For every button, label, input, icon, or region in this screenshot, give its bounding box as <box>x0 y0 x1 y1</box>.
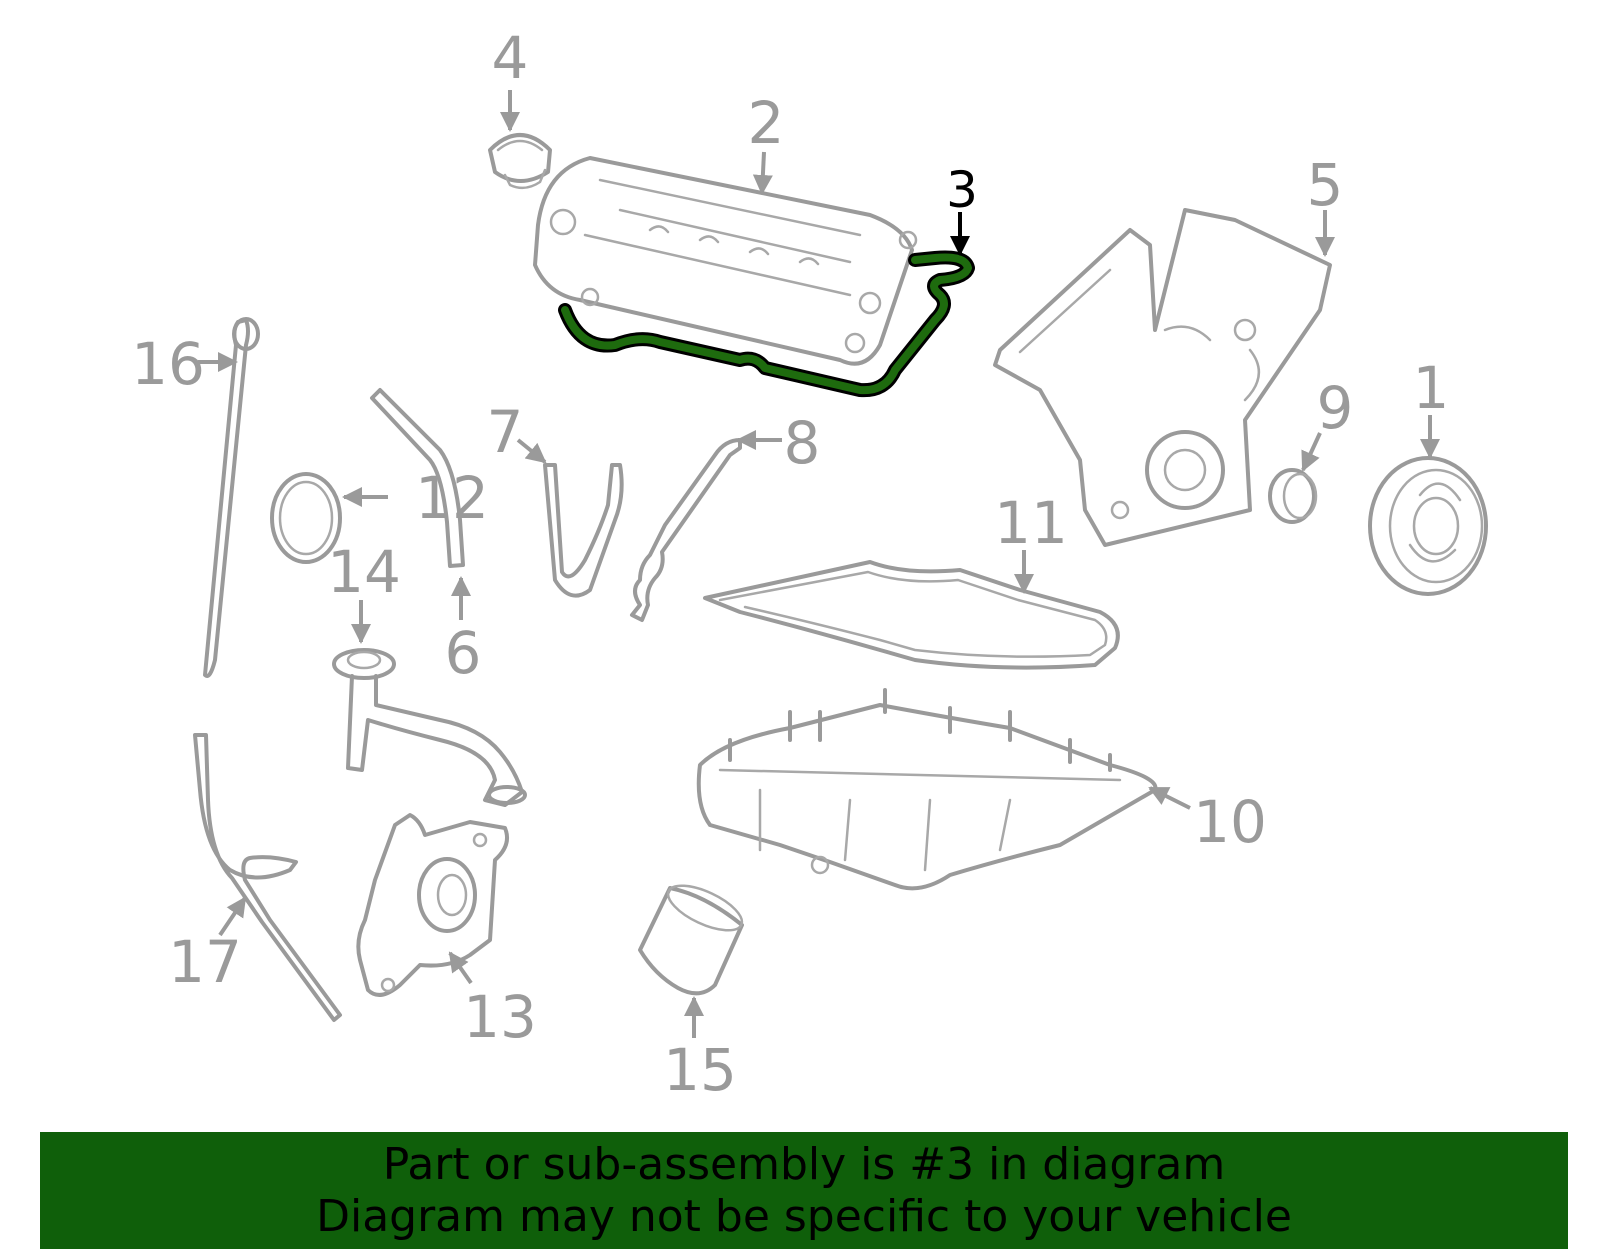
part-9-front-seal <box>1268 468 1318 524</box>
callout-7: 7 <box>487 398 524 466</box>
callout-14: 14 <box>327 538 401 606</box>
part-11-oil-pan-gasket <box>703 560 1120 670</box>
callout-8: 8 <box>784 409 821 477</box>
part-2-valve-cover <box>533 156 918 366</box>
callout-11: 11 <box>994 489 1068 557</box>
part-4-filler-cap <box>488 133 552 190</box>
part-16-dipstick <box>203 317 260 678</box>
callout-10: 10 <box>1193 788 1267 856</box>
part-10-oil-pan <box>696 688 1158 891</box>
banner-line-1: Part or sub-assembly is #3 in diagram <box>382 1138 1226 1190</box>
part-7-gasket <box>543 463 624 598</box>
callout-2: 2 <box>748 89 785 157</box>
info-banner: Part or sub-assembly is #3 in diagram Di… <box>40 1132 1568 1249</box>
callout-1: 1 <box>1413 354 1450 422</box>
leader-arrows <box>198 90 1440 1038</box>
callout-15: 15 <box>663 1036 737 1104</box>
callout-4: 4 <box>492 24 529 92</box>
part-6-dipstick-tube <box>370 388 465 568</box>
callout-16: 16 <box>131 330 205 398</box>
callout-5: 5 <box>1307 151 1344 219</box>
part-3-valve-cover-gasket <box>558 250 975 398</box>
part-8-gasket <box>630 438 742 622</box>
part-1-crank-pulley <box>1368 456 1488 596</box>
part-14-oil-pickup <box>332 648 527 807</box>
part-12-rear-seal <box>270 472 342 564</box>
callout-17: 17 <box>168 928 242 996</box>
callout-3: 3 <box>946 161 978 219</box>
callout-12: 12 <box>415 464 489 532</box>
banner-line-2: Diagram may not be specific to your vehi… <box>316 1190 1292 1242</box>
callout-9: 9 <box>1317 374 1354 442</box>
callout-6: 6 <box>445 619 482 687</box>
part-15-oil-filter <box>638 884 744 996</box>
part-17-tube <box>193 733 342 1022</box>
part-5-timing-cover <box>993 208 1332 547</box>
part-13-oil-pump <box>356 813 509 997</box>
callout-13: 13 <box>463 983 537 1051</box>
